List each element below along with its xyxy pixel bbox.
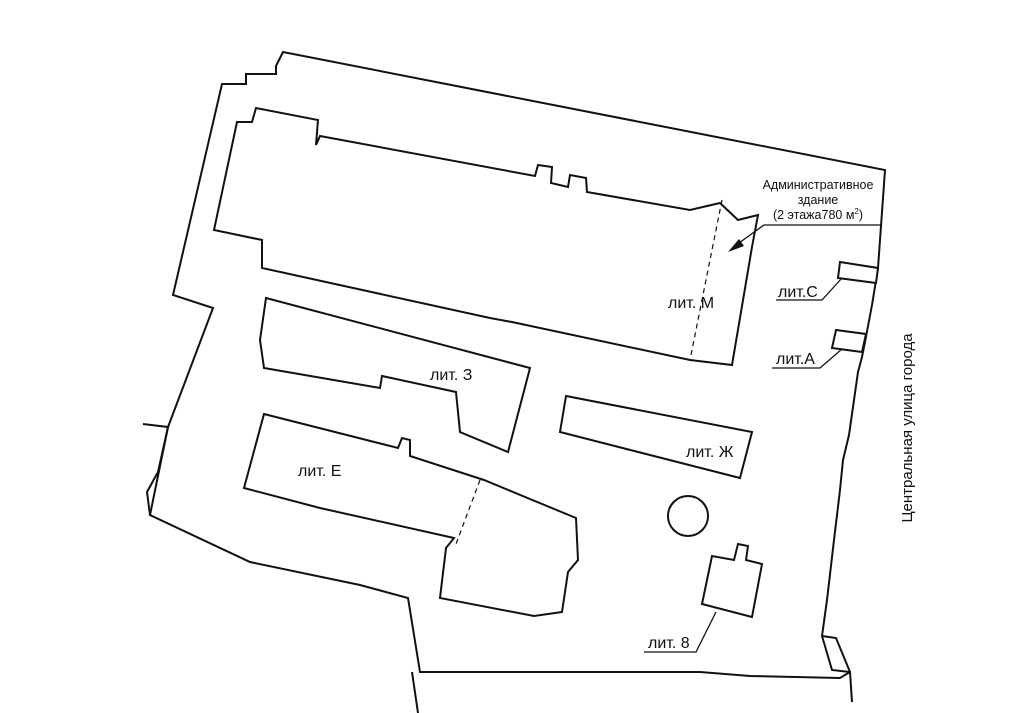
building-lit-zh[interactable] <box>558 394 754 480</box>
lit-e-partition-line <box>455 479 481 545</box>
leader-arrowhead-admin <box>728 239 744 252</box>
leader-line-lit-8 <box>644 611 717 653</box>
building-lit-c[interactable] <box>836 260 880 285</box>
label-lit-a: лит.А <box>776 351 815 368</box>
site-boundary <box>148 50 887 680</box>
admin-building-label-line3: (2 этажа780 м2) <box>773 207 863 222</box>
admin-building-label-line2: здание <box>798 193 839 207</box>
building-lit-8[interactable] <box>700 542 764 619</box>
label-lit-c: лит.С <box>778 284 818 301</box>
admin-building-area: (2 этажа780 м <box>773 208 854 222</box>
building-lit-e[interactable] <box>242 412 580 618</box>
external-edge-left <box>142 423 170 516</box>
admin-building-area-sup: 2 <box>854 207 859 216</box>
label-lit-zh: лит. Ж <box>686 444 734 461</box>
leader-line-lit-c <box>776 277 843 301</box>
label-lit-m: лит. М <box>668 295 714 312</box>
round-structure[interactable] <box>667 495 709 537</box>
admin-building-area-close: ) <box>859 208 863 222</box>
label-lit-z: лит. З <box>430 367 472 384</box>
external-edge-right <box>821 635 853 703</box>
admin-building-label-line1: Административное <box>763 178 874 192</box>
lit-m-partition-line <box>689 199 723 361</box>
leader-line-admin <box>731 224 882 249</box>
building-lit-z[interactable] <box>258 296 532 454</box>
label-lit-e: лит. Е <box>298 463 341 480</box>
leader-line-lit-a <box>772 348 843 369</box>
street-name-label: Центральная улица города <box>899 333 916 523</box>
external-edge-bottom <box>411 671 419 713</box>
label-lit-8: лит. 8 <box>648 635 690 652</box>
building-lit-m[interactable] <box>212 106 760 367</box>
building-lit-a[interactable] <box>830 328 868 354</box>
